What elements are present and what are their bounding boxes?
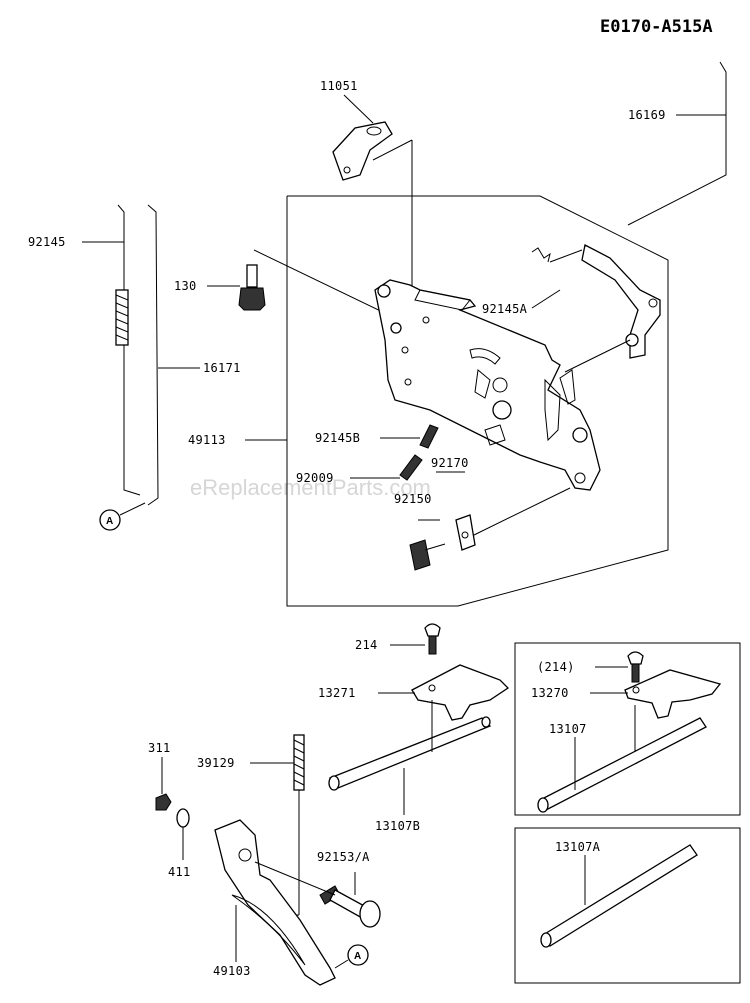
part-92009-spring[interactable] (399, 454, 423, 481)
label-130: 130 (174, 279, 197, 293)
svg-text:A: A (106, 516, 113, 527)
label-13107A: 13107A (555, 840, 601, 854)
label-92009: 92009 (296, 471, 334, 485)
part-49113-control-plate[interactable] (374, 279, 601, 491)
label-16169: 16169 (628, 108, 666, 122)
label-92145B: 92145B (315, 431, 360, 445)
label-92153A: 92153/A (317, 850, 370, 864)
part-11051-bracket[interactable] (332, 121, 393, 181)
label-49113: 49113 (188, 433, 226, 447)
connector-a-lower: A (334, 944, 369, 969)
part-92145B-spring[interactable] (419, 424, 439, 449)
part-214-screw[interactable] (424, 623, 441, 655)
label-214-alt: (214) (537, 660, 575, 674)
part-13271-plate[interactable] (411, 664, 510, 721)
part-13107A-shaft[interactable] (540, 844, 698, 948)
part-39129-spring[interactable] (293, 734, 305, 791)
part-92170-block[interactable] (455, 514, 476, 551)
svg-text:A: A (354, 951, 361, 962)
label-16171: 16171 (203, 361, 241, 375)
label-13107: 13107 (549, 722, 587, 736)
part-92150-bolt[interactable] (409, 539, 446, 571)
label-13271: 13271 (318, 686, 356, 700)
label-92170: 92170 (431, 456, 469, 470)
part-16171-rod[interactable] (147, 204, 159, 506)
part-311-nut[interactable] (155, 793, 172, 811)
label-311: 311 (148, 741, 171, 755)
part-16169-rod[interactable] (627, 61, 727, 226)
label-13270: 13270 (531, 686, 569, 700)
part-92153A-bolt[interactable] (319, 885, 381, 928)
label-39129: 39129 (197, 756, 235, 770)
part-49103-lever[interactable] (214, 819, 336, 986)
label-11051: 11051 (320, 79, 358, 93)
part-13270-plate[interactable] (624, 669, 722, 719)
connector-a-upper: A (99, 502, 146, 531)
panel-outline-49113 (253, 195, 669, 607)
label-13107B: 13107B (375, 819, 420, 833)
part-13107-shaft[interactable] (537, 717, 707, 813)
part-92145-spring[interactable] (115, 204, 141, 496)
part-411-washer[interactable] (176, 808, 190, 828)
part-13107B-shaft[interactable] (328, 716, 492, 791)
label-411: 411 (168, 865, 191, 879)
label-92150: 92150 (394, 492, 432, 506)
box-13270-variant (514, 642, 741, 816)
label-92145: 92145 (28, 235, 66, 249)
part-214-screw-alt[interactable] (627, 651, 644, 683)
part-130-bolt[interactable] (238, 264, 266, 311)
label-49103: 49103 (213, 964, 251, 978)
part-92145A-spring[interactable] (531, 247, 583, 263)
box-13107A-variant (514, 827, 741, 984)
watermark: eReplacementParts.com (190, 475, 431, 500)
label-92145A: 92145A (482, 302, 528, 316)
label-214: 214 (355, 638, 378, 652)
reference-code: E0170-A515A (600, 17, 713, 37)
part-lever-bracket[interactable] (581, 244, 661, 359)
